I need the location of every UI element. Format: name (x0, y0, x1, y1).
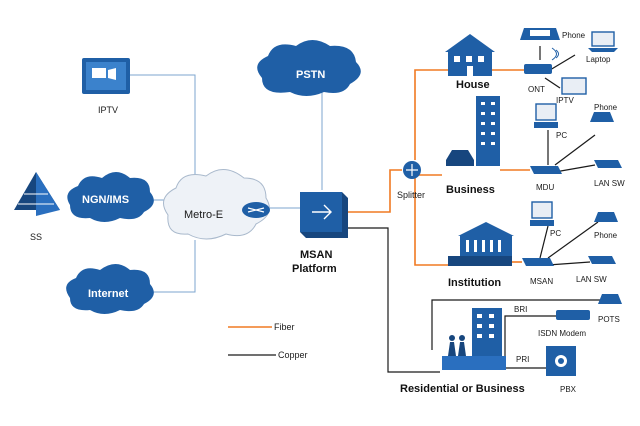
institution-icon (458, 222, 514, 236)
fiber-splitter-institution (414, 178, 448, 266)
pc-inst-label: PC (550, 229, 561, 238)
pri-label: PRI (516, 355, 529, 364)
mdu-label: MDU (536, 183, 554, 192)
lansw-business-label: LAN SW (594, 179, 625, 188)
pc-business-label: PC (556, 131, 567, 140)
copper-mdu-phone (554, 134, 596, 166)
institution-node: Institution (448, 222, 514, 289)
ss-node: SS (14, 172, 60, 242)
metro-e-cloud: Metro-E (163, 169, 270, 240)
internet-label: Internet (88, 288, 129, 300)
residential-node: Residential or Business (400, 308, 525, 395)
legend: Fiber Copper (228, 322, 308, 360)
business-label: Business (446, 184, 495, 196)
house-label: House (456, 79, 490, 91)
tv-icon (561, 77, 587, 95)
splitter: Splitter (397, 161, 425, 200)
residential-devices: BRI POTS ISDN Modem PRI PBX (514, 294, 622, 394)
ont-label: ONT (528, 85, 545, 94)
phone-icon (594, 212, 618, 222)
copper-msan-residential (340, 227, 440, 373)
copper-mdu-lansw (554, 164, 596, 173)
lan-switch-icon (588, 256, 616, 264)
cloud-icon (67, 172, 154, 222)
cloud-icon (163, 169, 270, 240)
laptop-icon (591, 31, 615, 47)
ngn-label: NGN/IMS (82, 194, 129, 206)
pots-label: POTS (598, 315, 620, 324)
isdn-modem-label: ISDN Modem (538, 329, 586, 338)
ont-icon (524, 64, 552, 74)
iptv-left-label: IPTV (98, 105, 118, 115)
iptv-server: IPTV (82, 58, 130, 115)
msan-icon (522, 258, 554, 266)
fiber-msan-splitter (345, 169, 402, 213)
people-icon (449, 335, 455, 341)
phone-house-label: Phone (562, 31, 586, 40)
iptv-house-label: IPTV (556, 96, 574, 105)
copper-residential-pots (431, 299, 620, 350)
laptop-label: Laptop (586, 55, 611, 64)
metro-label: Metro-E (184, 209, 223, 221)
house-devices: ONT Phone Laptop IPTV (520, 28, 618, 105)
phone-business-label: Phone (594, 103, 618, 112)
pstn-cloud: PSTN (257, 40, 361, 96)
pc-icon (535, 103, 557, 121)
house-icon (445, 34, 495, 52)
legend-copper-label: Copper (278, 350, 308, 360)
pbx-label: PBX (560, 385, 577, 394)
copper-ont-laptop (549, 54, 576, 71)
msan-inst-label: MSAN (530, 277, 553, 286)
isdn-modem-icon (556, 310, 590, 320)
institution-devices: PC Phone MSAN LAN SW (522, 201, 618, 286)
office-tower-icon (476, 96, 500, 166)
link-iptv-metro (130, 74, 196, 175)
business-node: Business (446, 96, 500, 196)
wifi-icon (551, 47, 559, 61)
pc-icon (531, 201, 553, 219)
phone-icon (590, 112, 614, 122)
copper-links (340, 46, 620, 373)
mdu-icon (530, 166, 562, 174)
cloud-icon (257, 40, 361, 96)
copper-ont-iptv (544, 77, 561, 89)
lansw-inst-label: LAN SW (576, 275, 607, 284)
msan-platform-label2: Platform (292, 263, 337, 275)
copper-msan-pc (539, 225, 549, 259)
business-devices: PC Phone MDU LAN SW (530, 103, 625, 192)
splitter-label: Splitter (397, 190, 425, 200)
copper-bri (504, 315, 560, 350)
house-node: House (445, 34, 495, 91)
ngn-cloud: NGN/IMS (67, 172, 154, 222)
residential-label: Residential or Business (400, 383, 525, 395)
phone-inst-label: Phone (594, 231, 618, 240)
pstn-label: PSTN (296, 69, 325, 81)
cloud-icon (66, 264, 154, 314)
ss-label: SS (30, 232, 42, 242)
phone-icon (598, 294, 622, 304)
msan-platform: MSAN Platform (292, 192, 348, 275)
legend-fiber-label: Fiber (274, 322, 295, 332)
institution-label: Institution (448, 277, 501, 289)
msan-platform-label: MSAN (300, 249, 332, 261)
fiber-splitter-house (414, 69, 448, 160)
copper-msan-phone (547, 221, 599, 259)
internet-cloud: Internet (66, 264, 154, 314)
car-icon (446, 150, 474, 166)
bri-label: BRI (514, 305, 527, 314)
lan-switch-icon (594, 160, 622, 168)
copper-msan-lansw (547, 261, 591, 266)
